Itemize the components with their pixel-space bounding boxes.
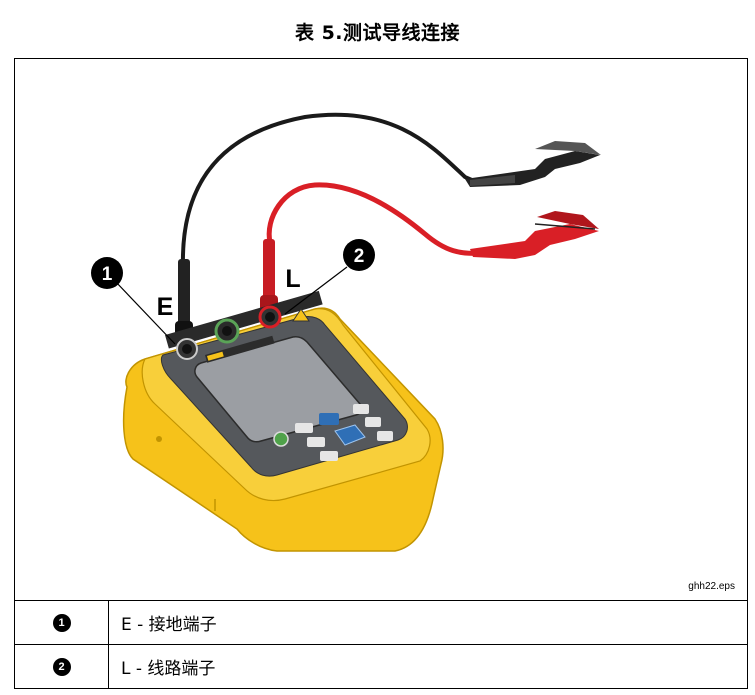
black-alligator-clip [465, 141, 601, 187]
red-probe-plug [260, 239, 278, 313]
callout-2-badge: 2 [343, 239, 375, 271]
callout-1-number: 1 [102, 264, 113, 285]
legend-table: 1 E - 接地端子 2 L - 线路端子 [14, 600, 748, 689]
legend-description: L - 线路端子 [108, 644, 748, 689]
page-title: 表 5.测试导线连接 [294, 22, 461, 44]
red-alligator-clip [470, 211, 599, 259]
callout-1-leader [114, 280, 176, 345]
figure-file-label: ghh22.eps [688, 581, 735, 592]
figure-test-lead-connection: 1 2 E L ghh22.eps [14, 58, 748, 601]
legend-description: E - 接地端子 [108, 600, 748, 645]
legend-number-badge: 1 [52, 614, 71, 632]
legend-row: 2 L - 线路端子 [14, 644, 748, 689]
insulation-tester-body [122, 290, 444, 552]
meter-keypad [273, 404, 393, 461]
red-lead-cable [266, 182, 536, 256]
meter-illustration: 1 2 E L [91, 112, 601, 552]
legend-number-badge: 2 [52, 658, 71, 676]
terminal-l-letter: L [285, 265, 300, 293]
callout-2-number: 2 [354, 246, 365, 267]
legend-row: 1 E - 接地端子 [14, 600, 748, 645]
terminal-e-letter: E [157, 293, 174, 321]
callout-1-badge: 1 [91, 257, 123, 289]
callout-2-leader [284, 266, 348, 315]
